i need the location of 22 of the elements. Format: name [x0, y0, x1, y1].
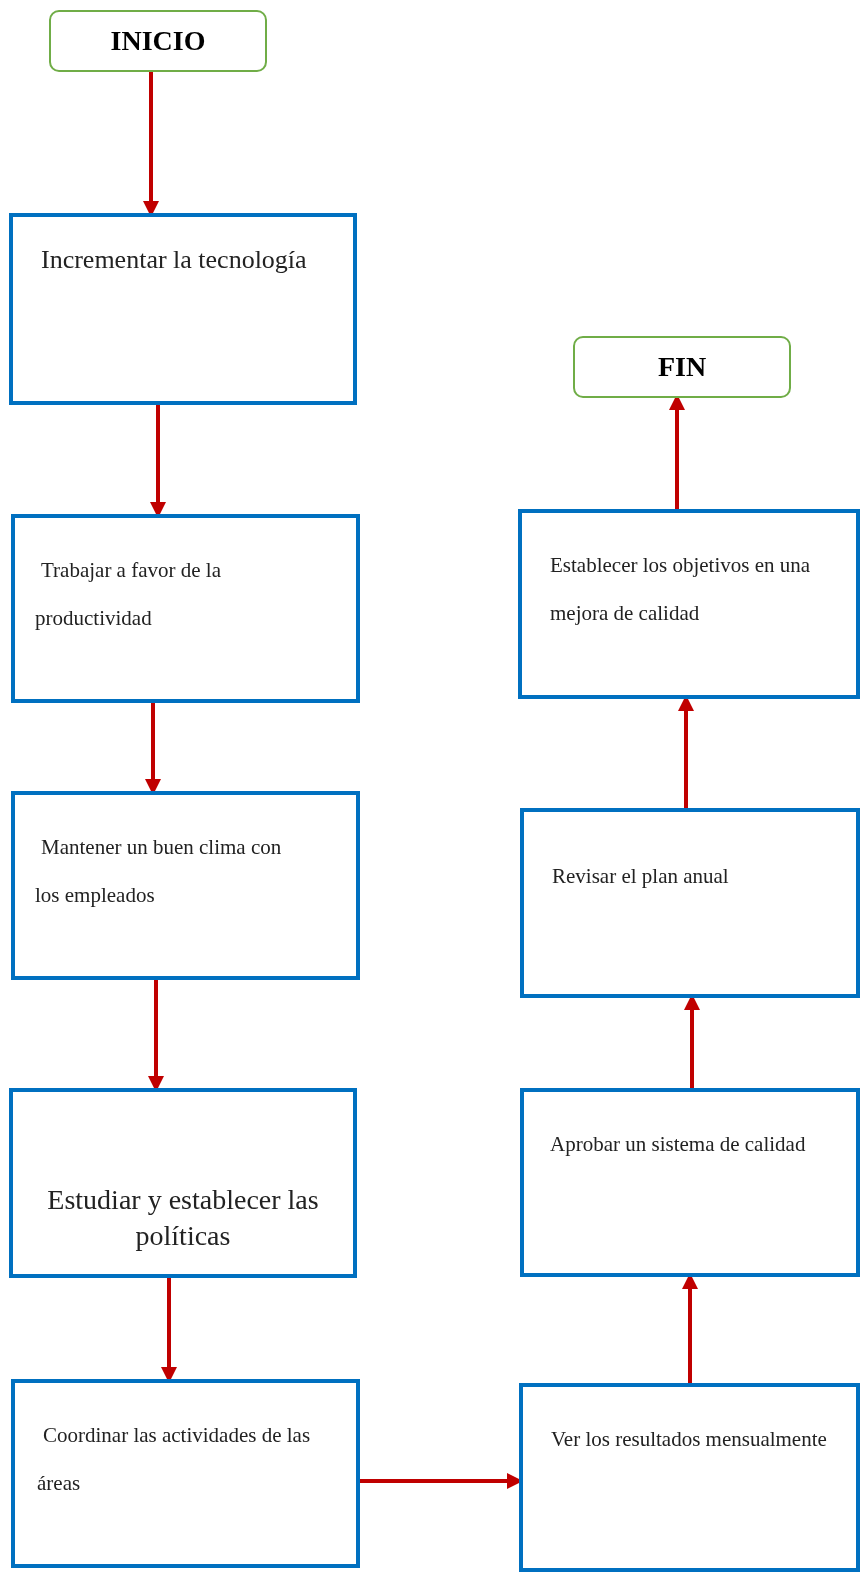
process-box: [518, 509, 860, 699]
process-box: [11, 514, 360, 703]
process-box: [520, 808, 860, 998]
process-box: [520, 1088, 860, 1277]
process-box: [9, 1088, 357, 1278]
process-box: [9, 213, 357, 405]
step-text: Revisar el plan anual: [552, 863, 730, 890]
terminal-box: [573, 336, 791, 398]
step-text: Incrementar la tecnología: [41, 244, 308, 276]
step-text: Aprobar un sistema de calidad: [549, 1131, 807, 1158]
step-text: Estudiar y establecer las políticas: [46, 1183, 320, 1254]
step-text: Establecer los objetivos en una mejora de calidad: [550, 552, 812, 628]
step-text: Ver los resultados mensualmente: [550, 1426, 828, 1453]
step-text: Trabajar a favor de la productividad: [35, 557, 222, 633]
terminal-label: FIN: [657, 351, 707, 383]
step-text: Coordinar las actividades de las áreas: [37, 1422, 312, 1498]
process-box: [11, 791, 360, 980]
process-box: [11, 1379, 360, 1568]
terminal-label: INICIO: [110, 25, 206, 57]
terminal-box: [49, 10, 267, 72]
step-text: Mantener un buen clima con los empleados: [35, 834, 283, 910]
process-box: [519, 1383, 860, 1572]
